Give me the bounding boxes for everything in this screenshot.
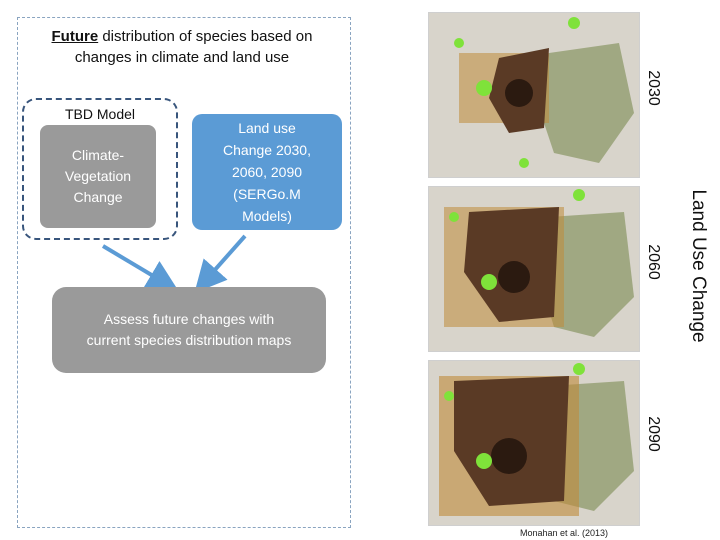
year-label-2060: 2060 <box>645 244 662 280</box>
citation: Monahan et al. (2013) <box>520 528 609 538</box>
map-2030 <box>428 12 640 178</box>
title-rest: distribution of species based on changes… <box>74 28 313 66</box>
climate-vegetation-box: Climate- Vegetation Change <box>40 125 156 228</box>
year-label-2030: 2030 <box>645 70 662 106</box>
land-use-change-side-label: Land Use Change <box>688 189 709 343</box>
year-label-2090: 2090 <box>645 416 662 452</box>
outer-dashed-frame <box>17 17 351 528</box>
assess-changes-box: Assess future changes with current speci… <box>52 287 326 373</box>
map-2060 <box>428 186 640 352</box>
arrow-right <box>194 234 247 293</box>
tbd-model-label: TBD Model <box>64 106 136 122</box>
map-2090 <box>428 360 640 526</box>
title-emphasis: Future <box>51 28 99 45</box>
tbd-model-group <box>22 98 178 240</box>
page-title: Future distribution of species based on … <box>22 26 342 68</box>
arrow-left <box>101 244 179 292</box>
land-use-change-box: Land use Change 2030, 2060, 2090 (SERGo.… <box>192 114 342 230</box>
